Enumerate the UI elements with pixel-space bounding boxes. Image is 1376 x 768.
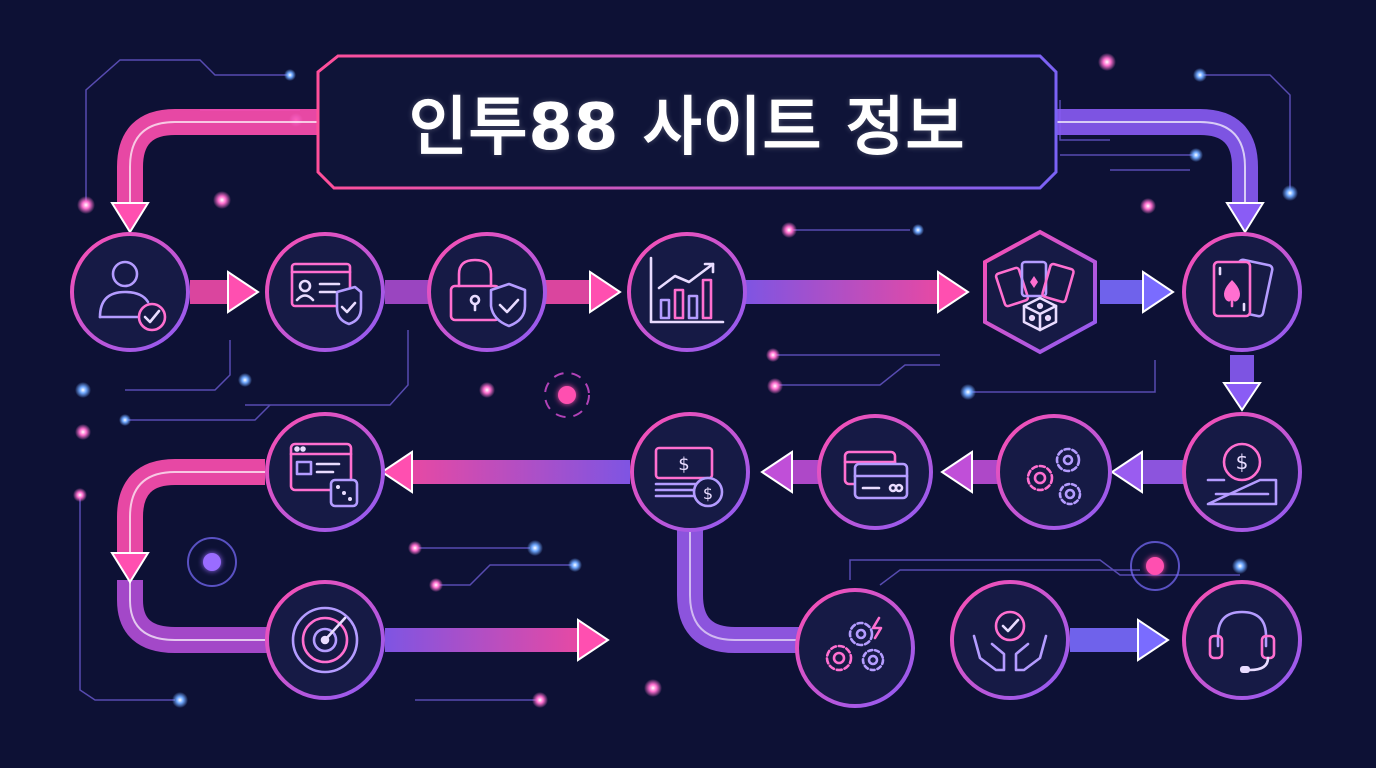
svg-text:$: $ — [703, 484, 713, 503]
svg-text:$: $ — [1236, 450, 1249, 474]
node-gears — [996, 414, 1112, 530]
cards-dice-icon — [994, 260, 1075, 332]
node-headset-support — [1182, 580, 1302, 700]
node-growth-chart — [627, 232, 747, 352]
gears-icon — [1026, 447, 1082, 506]
cash-coin-icon: $ $ — [654, 446, 724, 508]
title-banner: 인투88 사이트 정보 — [318, 56, 1056, 188]
hands-check-icon — [972, 610, 1048, 672]
flow-bands — [117, 109, 1258, 653]
headset-support-icon — [1208, 610, 1276, 673]
lock-shield-icon — [449, 258, 527, 328]
title-frame — [316, 54, 1058, 190]
node-cards-dice — [983, 229, 1097, 355]
growth-chart-icon — [649, 256, 725, 324]
node-lock-shield — [427, 232, 547, 352]
gears-lightning-icon — [825, 616, 885, 672]
arrowheads — [110, 202, 1265, 662]
user-check-icon — [98, 260, 167, 332]
node-gears-lightning — [795, 588, 915, 708]
decorative-orbs — [187, 372, 1180, 591]
dollar-coin-tray-icon: $ — [1206, 442, 1278, 506]
circuit-traces — [79, 59, 1291, 701]
svg-text:$: $ — [678, 454, 689, 475]
web-dice-icon — [289, 442, 359, 508]
playing-cards-icon — [1212, 258, 1274, 318]
page-title: 인투88 사이트 정보 — [408, 91, 966, 165]
credit-cards-icon — [843, 450, 909, 500]
id-card-shield-icon — [290, 262, 363, 326]
node-cash-coin — [630, 412, 750, 532]
radar-icon — [291, 606, 359, 674]
